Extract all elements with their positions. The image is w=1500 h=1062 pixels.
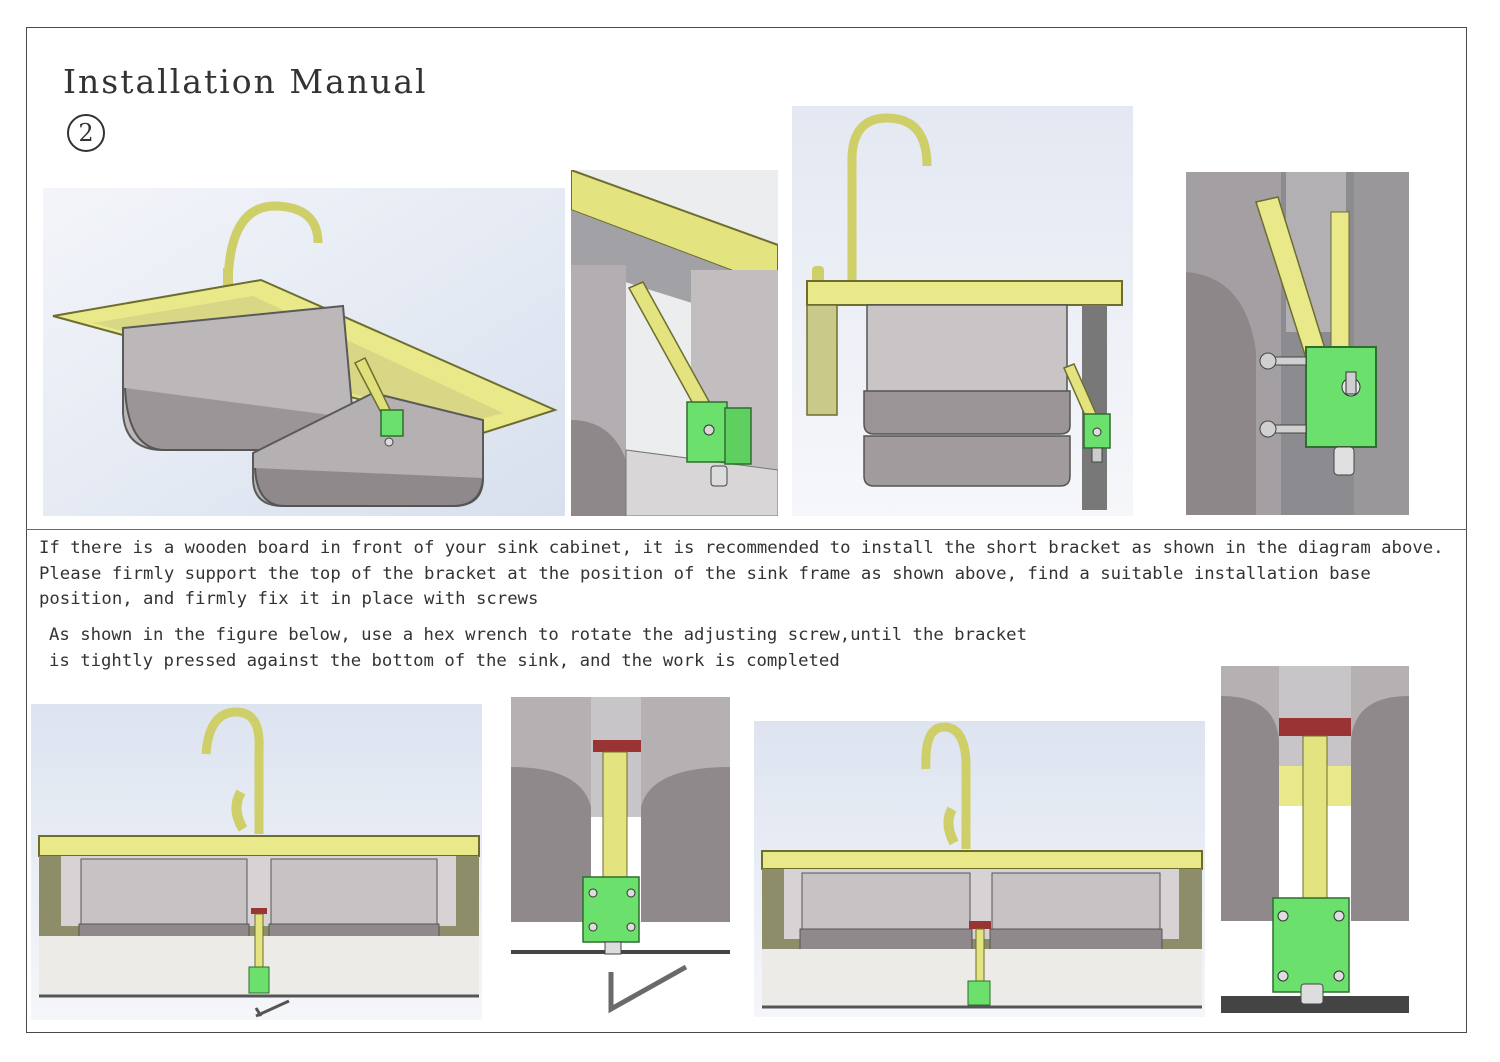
figure-hex-wrench-closeup (511, 697, 730, 1020)
figure-bracket-closeup (571, 170, 778, 516)
figure-underside-perspective (43, 188, 565, 516)
figure-adjust-front-1 (31, 704, 482, 1020)
figure-adjust-front-2 (754, 721, 1205, 1017)
step-number-badge: 2 (67, 114, 105, 152)
instruction-paragraph-2: As shown in the figure below, use a hex … (49, 625, 1038, 671)
figure-screws-closeup (1186, 172, 1409, 515)
page-title: Installation Manual (63, 62, 428, 101)
instruction-paragraph-1: If there is a wooden board in front of y… (39, 538, 1454, 609)
figure-completed-closeup (1221, 666, 1409, 1013)
section-divider (26, 529, 1467, 530)
figure-front-view (792, 106, 1133, 516)
page-border (26, 27, 1467, 1033)
